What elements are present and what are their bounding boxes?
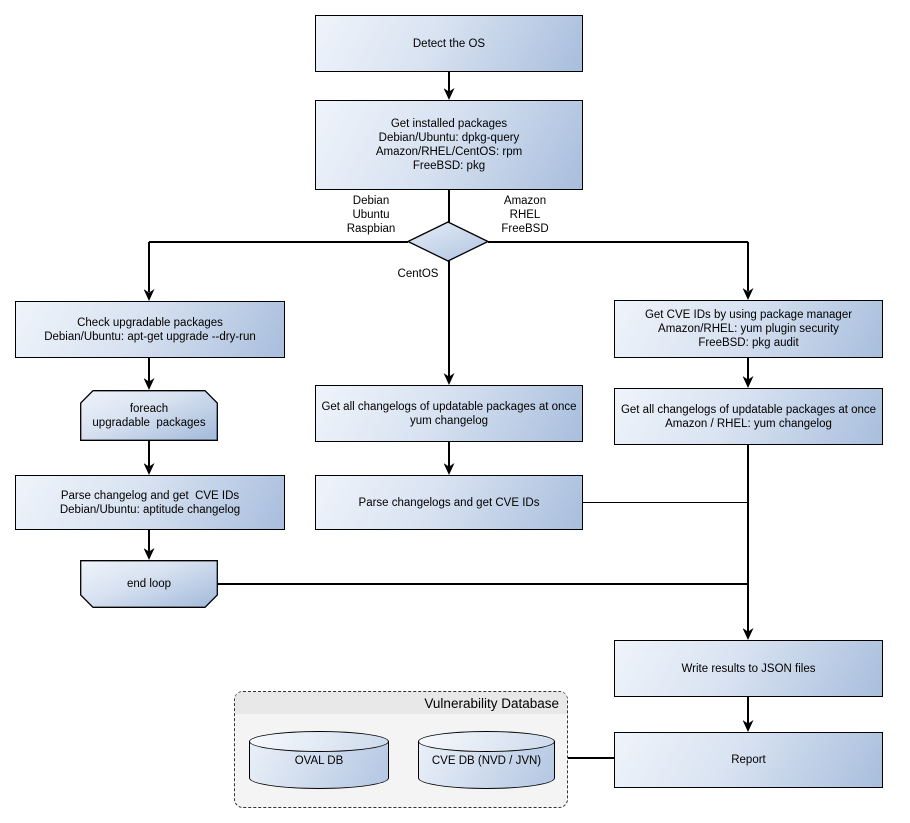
connector-left-branch-down	[148, 242, 150, 292]
arrowhead-into-foreach	[143, 378, 155, 390]
connector-check-to-foreach	[148, 358, 150, 382]
loop-start-foreach: foreach upgradable packages	[80, 390, 218, 441]
arrowhead-into-report	[742, 720, 754, 732]
connector-parse-centos-to-join	[583, 501, 748, 503]
cve-db-label: CVE DB (NVD / JVN)	[431, 755, 542, 767]
arrowhead-into-cveids	[742, 288, 754, 300]
node-get-all-changelogs-centos: Get all changelogs of updatable packages…	[315, 385, 583, 442]
node-get-installed-packages: Get installed packages Debian/Ubuntu: dp…	[315, 100, 583, 190]
connector-write-to-report	[747, 697, 749, 724]
cylinder-top	[249, 731, 389, 752]
node-parse-changelog-get-cve-ids: Parse changelog and get CVE IDs Debian/U…	[15, 475, 285, 530]
loop-end: end loop	[80, 560, 218, 608]
node-report: Report	[614, 732, 883, 788]
node-check-upgradable-packages: Check upgradable packages Debian/Ubuntu:…	[15, 301, 285, 358]
loop-start-label: foreach upgradable packages	[92, 402, 206, 429]
loop-start-shape	[80, 390, 218, 441]
arrowhead-into-check	[143, 289, 155, 301]
vulnerability-database-container: Vulnerability Database OVAL DB CVE DB (N…	[234, 691, 568, 808]
arrowhead-into-write	[742, 628, 754, 640]
oval-db-cylinder: OVAL DB	[249, 731, 389, 789]
arrowhead-into-changelogs-centos	[443, 373, 455, 385]
arrowhead-into-parse-left	[143, 463, 155, 475]
node-write-results-json: Write results to JSON files	[614, 640, 883, 697]
cve-db-cylinder: CVE DB (NVD / JVN)	[418, 731, 555, 789]
connector-detect-to-installed	[448, 72, 450, 92]
connector-diamond-left	[149, 241, 408, 243]
connector-db-to-report	[568, 757, 614, 759]
node-get-all-changelogs-amazon-rhel: Get all changelogs of updatable packages…	[614, 388, 883, 445]
decision-os-diamond	[406, 221, 490, 262]
branch-label-amazon: Amazon RHEL FreeBSD	[501, 195, 549, 235]
branch-label-debian: Debian Ubuntu Raspbian	[346, 195, 396, 235]
arrowhead-into-installed	[443, 88, 455, 100]
connector-parse-to-endloop	[148, 530, 150, 552]
branch-label-centos: CentOS	[397, 268, 439, 280]
node-detect-os: Detect the OS	[315, 15, 583, 72]
connector-endloop-to-join	[218, 583, 748, 585]
connector-foreach-to-parse	[148, 441, 150, 467]
vulnerability-database-title: Vulnerability Database	[235, 692, 567, 714]
connector-installed-to-diamond	[448, 190, 450, 222]
arrowhead-into-endloop	[143, 548, 155, 560]
cylinder-top	[418, 731, 555, 752]
connector-right-branch-down	[747, 242, 749, 291]
node-parse-changelogs-get-cve-ids: Parse changelogs and get CVE IDs	[315, 475, 583, 530]
arrowhead-into-parse-centos	[443, 463, 455, 475]
connector-join-to-write	[747, 445, 749, 632]
connector-diamond-right	[488, 241, 748, 243]
diamond-shape	[406, 221, 490, 262]
oval-db-label: OVAL DB	[294, 755, 344, 767]
loop-end-shape	[80, 560, 218, 608]
connector-cveids-to-changelogs	[747, 358, 749, 380]
arrowhead-into-changelogs-amazon	[742, 376, 754, 388]
connector-changelogs-to-parse-centos	[448, 442, 450, 467]
node-get-cve-ids-package-manager: Get CVE IDs by using package manager Ama…	[614, 300, 883, 358]
connector-centos-down	[448, 261, 450, 377]
loop-end-label: end loop	[126, 578, 172, 590]
